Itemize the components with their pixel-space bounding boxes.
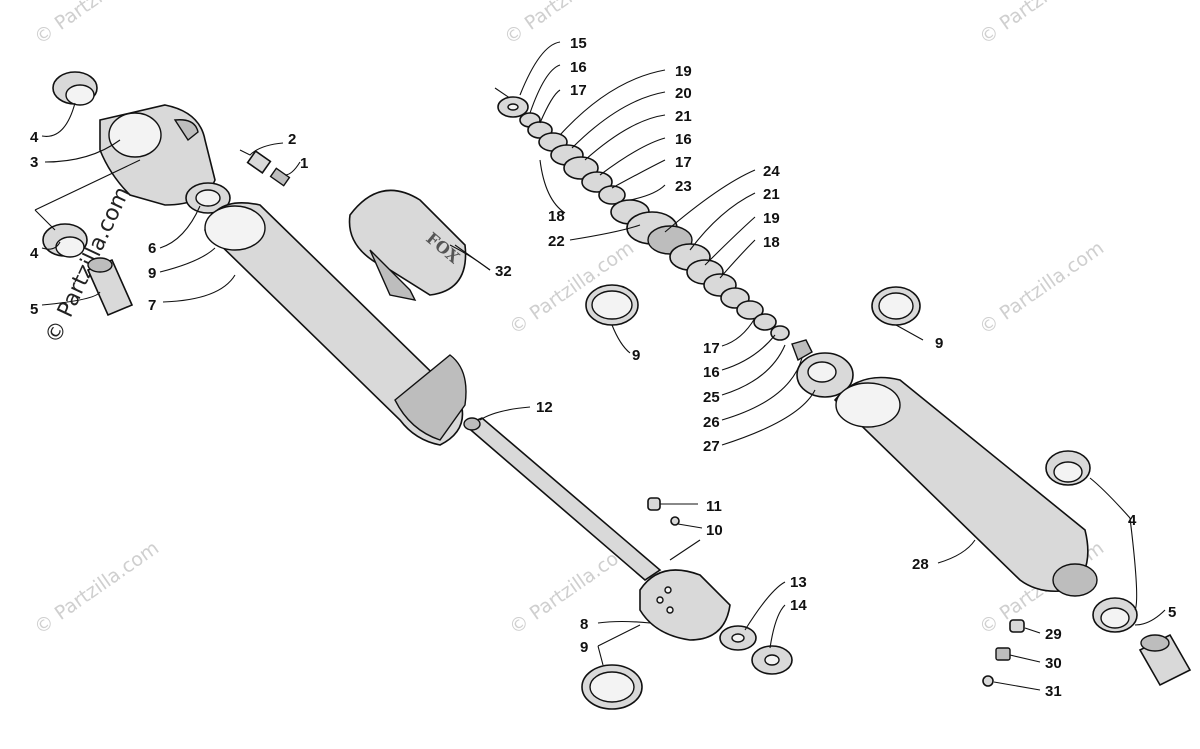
callout-4: 4 bbox=[30, 129, 39, 146]
bushing-4-right-bottom bbox=[1092, 597, 1138, 633]
callout-5: 5 bbox=[1168, 604, 1176, 621]
callout-21: 21 bbox=[675, 108, 692, 125]
callout-9: 9 bbox=[935, 335, 943, 352]
callout-19: 19 bbox=[763, 210, 780, 227]
upper-eyelet-bushing bbox=[52, 71, 98, 106]
cap-parts-10-11 bbox=[647, 497, 680, 526]
callout-27: 27 bbox=[703, 438, 720, 455]
callout-16: 16 bbox=[570, 59, 587, 76]
callout-15: 15 bbox=[570, 35, 587, 52]
callout-30: 30 bbox=[1045, 655, 1062, 672]
reservoir-cover: FOX bbox=[348, 189, 467, 301]
callout-16: 16 bbox=[703, 364, 720, 381]
bushing-4-right-top bbox=[1045, 450, 1091, 486]
callout-11: 11 bbox=[706, 498, 722, 515]
callout-17: 17 bbox=[570, 82, 587, 99]
callout-3: 3 bbox=[30, 154, 38, 171]
callout-17: 17 bbox=[675, 154, 692, 171]
shock-body-eyelet-head bbox=[99, 104, 216, 206]
washers-13-14 bbox=[719, 625, 793, 675]
seal-ring-6 bbox=[185, 182, 231, 214]
nut-26 bbox=[791, 339, 813, 362]
callout-13: 13 bbox=[790, 574, 807, 591]
callout-18: 18 bbox=[763, 234, 780, 251]
callout-9: 9 bbox=[148, 265, 156, 282]
watermark: © Partzilla.com bbox=[30, 537, 163, 639]
callout-4: 4 bbox=[1128, 512, 1137, 529]
leader-lines bbox=[34, 41, 1166, 691]
callout-14: 14 bbox=[790, 597, 807, 614]
callout-labels: 1 2 3 4 4 4 5 5 6 7 8 9 9 9 9 10 11 12 1… bbox=[30, 35, 1176, 700]
callout-6: 6 bbox=[148, 240, 156, 257]
bearing-27 bbox=[796, 352, 854, 398]
watermark: © Partzilla.com bbox=[975, 237, 1108, 339]
callout-1: 1 bbox=[300, 155, 308, 172]
callout-19: 19 bbox=[675, 63, 692, 80]
lower-left-bushing bbox=[42, 223, 88, 258]
callout-8: 8 bbox=[580, 616, 588, 633]
watermark: © Partzilla.com bbox=[30, 0, 163, 49]
callout-32: 32 bbox=[495, 263, 512, 280]
reservoir-body-28 bbox=[833, 376, 1098, 597]
sleeve-spacer-left bbox=[86, 257, 134, 317]
watermark: © Partzilla.com bbox=[500, 0, 633, 49]
callout-10: 10 bbox=[706, 522, 723, 539]
callout-24: 24 bbox=[763, 163, 780, 180]
wear-ring-9-center bbox=[585, 284, 639, 326]
callout-29: 29 bbox=[1045, 626, 1062, 643]
callout-17: 17 bbox=[703, 340, 720, 357]
air-valve bbox=[246, 149, 291, 187]
callout-28: 28 bbox=[912, 556, 929, 573]
callout-18: 18 bbox=[548, 208, 565, 225]
piston-assembly bbox=[639, 569, 731, 641]
callout-21: 21 bbox=[763, 186, 780, 203]
callout-5: 5 bbox=[30, 301, 38, 318]
sleeve-spacer-right bbox=[1138, 633, 1192, 687]
callout-22: 22 bbox=[548, 233, 565, 250]
callout-23: 23 bbox=[675, 178, 692, 195]
shaft bbox=[463, 417, 662, 582]
wear-ring-9-right bbox=[871, 286, 921, 326]
callout-4: 4 bbox=[30, 245, 39, 262]
callout-7: 7 bbox=[148, 297, 156, 314]
wear-ring-9-bottom bbox=[581, 664, 643, 710]
callout-12: 12 bbox=[536, 399, 553, 416]
valve-stack-shims bbox=[494, 87, 790, 341]
callout-9: 9 bbox=[580, 639, 588, 656]
callout-2: 2 bbox=[288, 131, 296, 148]
small-parts-29-31 bbox=[982, 619, 1025, 687]
callout-9: 9 bbox=[632, 347, 640, 364]
callout-25: 25 bbox=[703, 389, 720, 406]
watermark: © Partzilla.com bbox=[975, 0, 1108, 49]
callout-31: 31 bbox=[1045, 683, 1062, 700]
main-shock-body bbox=[204, 201, 467, 446]
callout-26: 26 bbox=[703, 414, 720, 431]
callout-16: 16 bbox=[675, 131, 692, 148]
callout-20: 20 bbox=[675, 85, 692, 102]
